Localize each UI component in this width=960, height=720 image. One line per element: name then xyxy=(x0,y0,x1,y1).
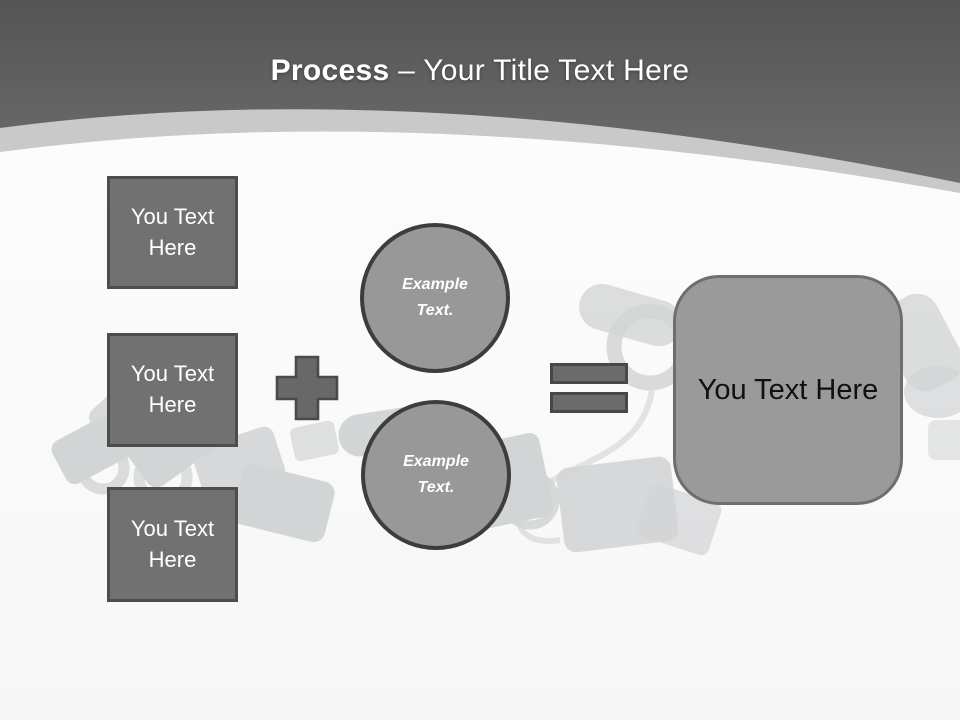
process-box-2-label: You Text Here xyxy=(130,361,215,417)
equals-icon xyxy=(550,363,628,413)
plus-icon xyxy=(275,355,339,421)
result-box[interactable]: You Text Here xyxy=(673,275,903,505)
process-box-1-label: You Text Here xyxy=(130,203,215,260)
process-box-3-label: You Text Here xyxy=(130,515,215,572)
slide-title-keyword: Process xyxy=(270,54,390,87)
example-circle-2-label: Example Text. xyxy=(403,453,469,496)
example-circle-1[interactable]: Example Text. xyxy=(360,223,510,373)
example-circle-1-label: Example Text. xyxy=(402,276,468,319)
process-box-2[interactable]: You Text Here xyxy=(107,333,238,447)
equals-bar-bottom xyxy=(550,392,628,413)
process-box-3[interactable]: You Text Here xyxy=(107,487,238,602)
result-box-label: You Text Here xyxy=(697,373,879,406)
slide-title-subtitle: – Your Title Text Here xyxy=(398,54,690,87)
equals-bar-top xyxy=(550,363,628,384)
example-circle-2[interactable]: Example Text. xyxy=(361,400,511,550)
slide-title[interactable]: Process – Your Title Text Here xyxy=(0,54,960,88)
process-box-1[interactable]: You Text Here xyxy=(107,176,238,289)
